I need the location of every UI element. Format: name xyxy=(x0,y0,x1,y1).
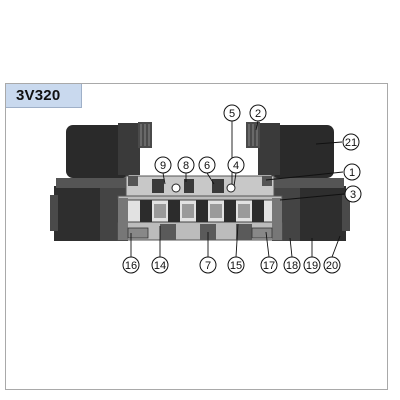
left-coil-neck xyxy=(118,123,140,175)
right-coil-neck xyxy=(258,123,280,175)
left-solenoid xyxy=(50,122,152,241)
right-solenoid xyxy=(246,122,350,241)
callout-number: 4 xyxy=(233,160,239,172)
callout-circle xyxy=(154,156,172,174)
callout-number: 21 xyxy=(345,137,357,149)
callout-circle xyxy=(227,256,245,274)
upper-port-right xyxy=(212,179,224,193)
spool-land-1 xyxy=(140,200,152,222)
callout-number: 6 xyxy=(204,160,210,172)
callout-number: 19 xyxy=(306,260,318,272)
callout-circle xyxy=(344,185,362,203)
callout-circle xyxy=(177,156,195,174)
callout-circle xyxy=(227,156,245,174)
spool-land-5 xyxy=(252,200,264,222)
left-screw xyxy=(128,176,138,186)
callout-number: 3 xyxy=(350,189,356,201)
valve-body xyxy=(117,175,283,241)
callout-circle xyxy=(122,256,140,274)
callout-1: 1 xyxy=(343,163,361,181)
pilot-hole-left xyxy=(171,183,181,193)
callout-3: 3 xyxy=(344,185,362,203)
callout-7: 7 xyxy=(199,256,217,274)
callout-20: 20 xyxy=(323,256,341,274)
callout-number: 5 xyxy=(229,108,235,120)
callout-8: 8 xyxy=(177,156,195,174)
callout-circle xyxy=(342,133,360,151)
callout-circle xyxy=(223,104,241,122)
lower-port-right xyxy=(236,224,252,240)
callout-19: 19 xyxy=(303,256,321,274)
callout-21: 21 xyxy=(342,133,360,151)
left-coil-base xyxy=(54,186,104,241)
lower-port-left xyxy=(160,224,176,240)
callout-2: 2 xyxy=(249,104,267,122)
leader-lines xyxy=(130,120,345,258)
callout-circle xyxy=(343,163,361,181)
spool-land-3 xyxy=(196,200,208,222)
callout-number: 7 xyxy=(205,260,211,272)
callout-circle xyxy=(249,104,267,122)
callout-15: 15 xyxy=(227,256,245,274)
callout-circle xyxy=(260,256,278,274)
callout-circle xyxy=(199,256,217,274)
callout-circle xyxy=(283,256,301,274)
callout-number: 8 xyxy=(183,160,189,172)
right-coil-body xyxy=(270,125,334,178)
model-tag: 3V320 xyxy=(6,84,82,108)
callout-layer: 5 2 21 9 8 6 4 1 3 16 14 7 15 17 18 19 20 xyxy=(122,104,362,274)
callout-number: 2 xyxy=(255,108,261,120)
callout-17: 17 xyxy=(260,256,278,274)
left-coil-body xyxy=(66,125,130,178)
valve-body-upper xyxy=(125,175,275,197)
upper-port-mid xyxy=(184,179,194,193)
left-end-cap xyxy=(118,198,128,240)
callout-number: 20 xyxy=(326,260,338,272)
callout-number: 14 xyxy=(154,260,166,272)
callout-circle xyxy=(323,256,341,274)
right-end-cap xyxy=(272,198,282,240)
right-screw xyxy=(262,176,272,186)
callout-number: 16 xyxy=(125,260,137,272)
callout-circle xyxy=(198,156,216,174)
callout-18: 18 xyxy=(283,256,301,274)
callout-circle xyxy=(151,256,169,274)
callout-5: 5 xyxy=(223,104,241,122)
callout-14: 14 xyxy=(151,256,169,274)
callout-6: 6 xyxy=(198,156,216,174)
spool-land-2 xyxy=(168,200,180,222)
spool-land-4 xyxy=(224,200,236,222)
callout-circle xyxy=(303,256,321,274)
upper-port-left xyxy=(152,179,164,193)
pilot-hole-right xyxy=(226,183,236,193)
callout-number: 9 xyxy=(160,160,166,172)
model-label: 3V320 xyxy=(16,87,61,104)
right-coil-base xyxy=(296,186,346,241)
callout-number: 18 xyxy=(286,260,298,272)
callout-4: 4 xyxy=(227,156,245,174)
callout-16: 16 xyxy=(122,256,140,274)
callout-9: 9 xyxy=(154,156,172,174)
callout-number: 15 xyxy=(230,260,242,272)
callout-number: 1 xyxy=(349,167,355,179)
callout-number: 17 xyxy=(263,260,275,272)
